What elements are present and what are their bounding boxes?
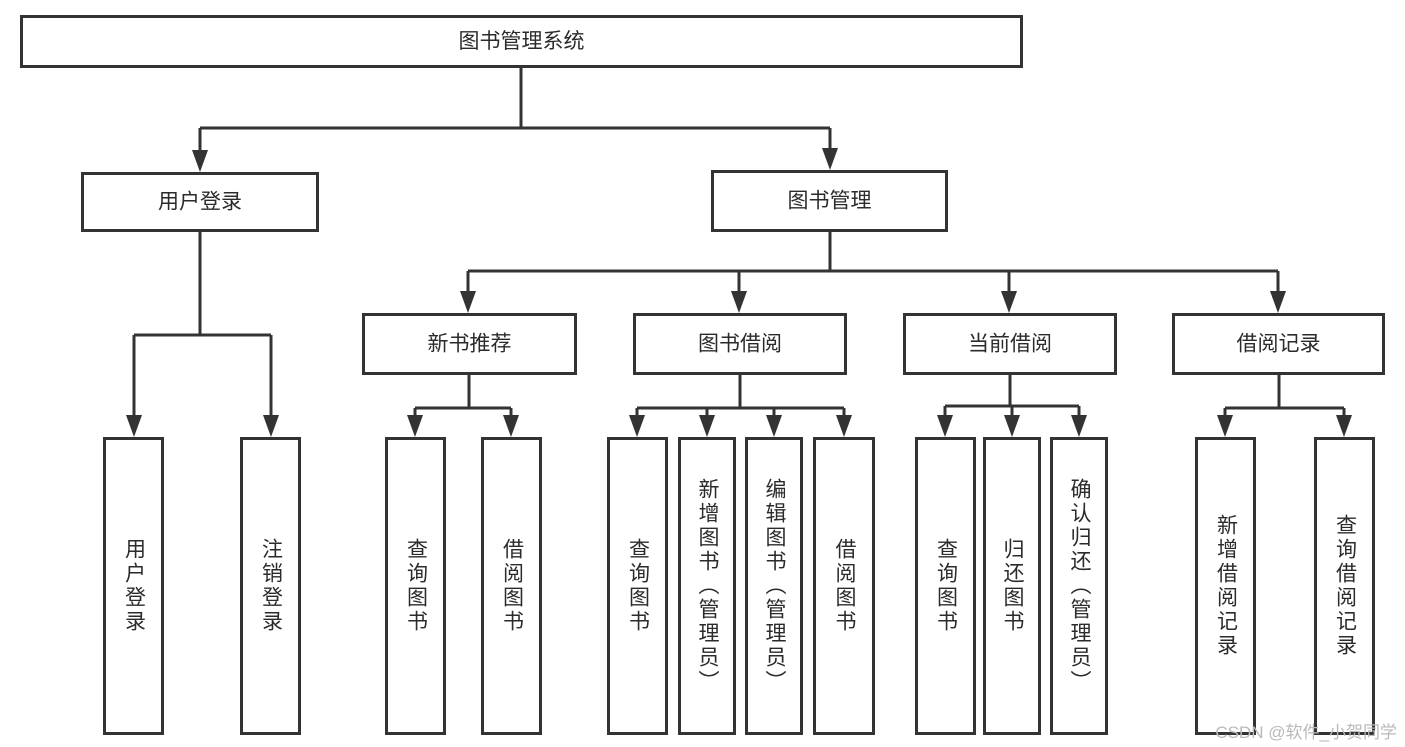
node-label-leaf-add-book: 新增图书（管理员） [696, 478, 719, 694]
node-label-wrap-leaf-query-borrow-record: 查询借阅记录 [1314, 437, 1375, 735]
node-label-leaf-edit-book: 编辑图书（管理员） [763, 478, 786, 694]
node-box-borrow-record[interactable] [1172, 313, 1385, 375]
arrow-head-icon-14 [937, 415, 953, 437]
arrow-head-icon-2 [126, 415, 142, 437]
node-label-leaf-user-login: 用户登录 [122, 538, 146, 634]
node-label-leaf-query-book-2: 查询图书 [626, 538, 650, 634]
node-box-new-book-recommend[interactable] [362, 313, 577, 375]
arrow-head-icon-1 [822, 148, 838, 170]
node-label-current-borrow: 当前借阅 [968, 333, 1052, 356]
node-box-leaf-add-book[interactable] [678, 437, 736, 735]
node-label-leaf-borrow-book-1: 借阅图书 [500, 538, 524, 634]
node-box-root[interactable] [20, 15, 1023, 68]
node-box-layer [20, 15, 1385, 735]
node-box-leaf-query-book-3[interactable] [915, 437, 976, 735]
node-label-leaf-query-book-3: 查询图书 [934, 538, 958, 634]
node-box-leaf-borrow-book-2[interactable] [813, 437, 875, 735]
node-box-leaf-user-logout[interactable] [240, 437, 301, 735]
node-box-leaf-confirm-return[interactable] [1050, 437, 1108, 735]
node-label-wrap-leaf-confirm-return: 确认归还（管理员） [1050, 437, 1108, 735]
node-label-root: 图书管理系统 [459, 30, 585, 53]
node-box-book-manage[interactable] [711, 170, 948, 232]
arrow-head-icon-18 [1336, 415, 1352, 437]
node-label-wrap-leaf-add-book: 新增图书（管理员） [678, 437, 736, 735]
arrow-head-icon-15 [1004, 415, 1020, 437]
arrow-head-icon-0 [192, 150, 208, 172]
arrow-head-icon-16 [1071, 415, 1087, 437]
node-label-wrap-leaf-return-book: 归还图书 [983, 437, 1041, 735]
node-label-new-book-recommend: 新书推荐 [428, 333, 512, 356]
arrow-head-icon-8 [407, 415, 423, 437]
arrow-head-icon-12 [766, 415, 782, 437]
node-box-leaf-query-book-1[interactable] [385, 437, 446, 735]
node-label-wrap-leaf-query-book-2: 查询图书 [607, 437, 668, 735]
node-box-current-borrow[interactable] [903, 313, 1117, 375]
arrow-head-icon-6 [1001, 291, 1017, 313]
node-label-wrap-leaf-borrow-book-1: 借阅图书 [481, 437, 542, 735]
node-box-leaf-add-borrow-record[interactable] [1195, 437, 1256, 735]
node-label-user-login: 用户登录 [158, 191, 242, 214]
arrow-head-icon-4 [460, 291, 476, 313]
arrow-head-icon-7 [1270, 291, 1286, 313]
arrow-head-icon-10 [629, 415, 645, 437]
node-label-wrap-leaf-edit-book: 编辑图书（管理员） [745, 437, 803, 735]
arrow-head-icon-3 [263, 415, 279, 437]
node-label-book-manage: 图书管理 [788, 190, 872, 213]
connector-layer [126, 68, 1352, 437]
arrow-head-icon-9 [503, 415, 519, 437]
node-box-leaf-user-login[interactable] [103, 437, 164, 735]
arrow-head-icon-17 [1217, 415, 1233, 437]
node-box-user-login[interactable] [81, 172, 319, 232]
node-box-leaf-edit-book[interactable] [745, 437, 803, 735]
node-label-wrap-leaf-query-book-3: 查询图书 [915, 437, 976, 735]
arrow-head-icon-13 [836, 415, 852, 437]
node-box-leaf-borrow-book-1[interactable] [481, 437, 542, 735]
node-label-leaf-confirm-return: 确认归还（管理员） [1068, 478, 1091, 694]
node-label-leaf-query-book-1: 查询图书 [404, 538, 428, 634]
node-box-leaf-return-book[interactable] [983, 437, 1041, 735]
node-label-leaf-query-borrow-record: 查询借阅记录 [1333, 514, 1357, 658]
node-label-leaf-add-borrow-record: 新增借阅记录 [1214, 514, 1238, 658]
csdn-watermark: CSDN @软件_小贺同学 [1215, 723, 1397, 742]
node-label-wrap-leaf-user-login: 用户登录 [103, 437, 164, 735]
node-box-leaf-query-book-2[interactable] [607, 437, 668, 735]
arrow-head-icon-11 [699, 415, 715, 437]
node-box-book-borrow[interactable] [633, 313, 847, 375]
node-label-wrap-leaf-user-logout: 注销登录 [240, 437, 301, 735]
node-label-wrap-leaf-add-borrow-record: 新增借阅记录 [1195, 437, 1256, 735]
node-label-leaf-return-book: 归还图书 [1001, 538, 1024, 634]
node-label-book-borrow: 图书借阅 [698, 333, 782, 356]
node-box-leaf-query-borrow-record[interactable] [1314, 437, 1375, 735]
node-label-wrap-leaf-query-book-1: 查询图书 [385, 437, 446, 735]
arrow-head-icon-5 [731, 291, 747, 313]
node-label-borrow-record: 借阅记录 [1237, 333, 1321, 356]
node-label-wrap-leaf-borrow-book-2: 借阅图书 [813, 437, 875, 735]
node-label-leaf-user-logout: 注销登录 [259, 538, 283, 634]
node-label-leaf-borrow-book-2: 借阅图书 [833, 538, 856, 634]
